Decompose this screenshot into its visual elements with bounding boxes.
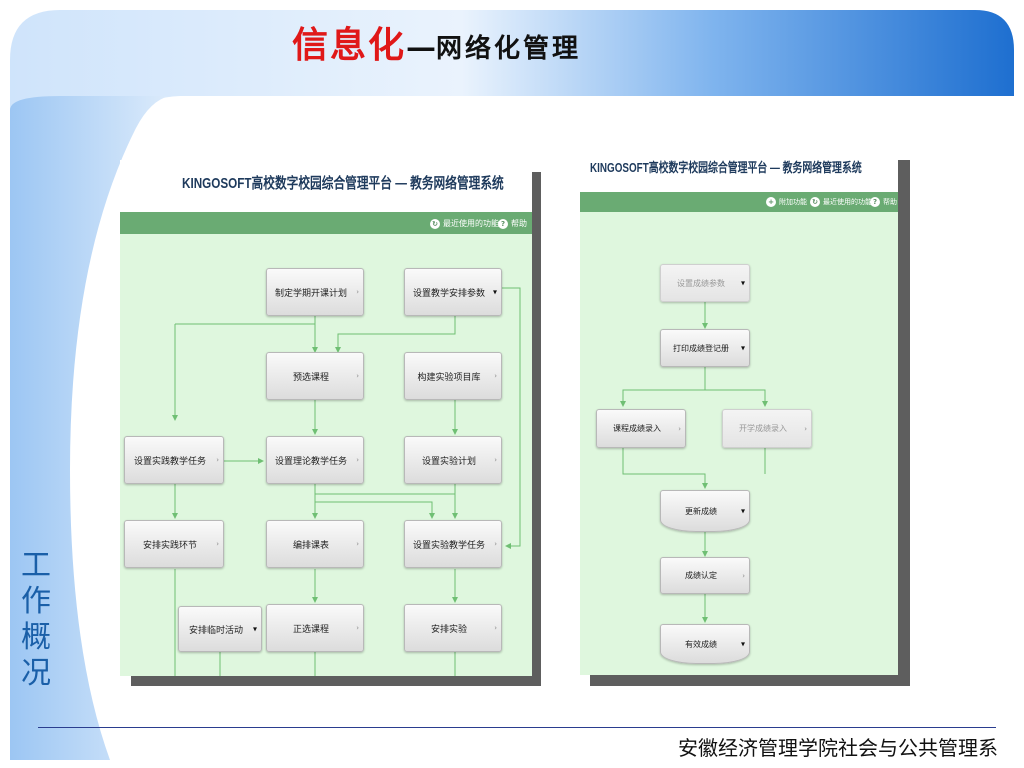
- flow-node[interactable]: 制定学期开课计划›: [266, 268, 364, 316]
- flow-node[interactable]: 构建实验项目库›: [404, 352, 502, 400]
- slide-title-main: 信息化: [292, 24, 407, 66]
- panel-header-title: KINGOSOFT高校数字校园综合管理平台 — 教务网络管理系统: [182, 175, 504, 192]
- recent-icon: ↻: [430, 218, 440, 229]
- right-panel: KINGOSOFT高校数字校园综合管理平台 — 教务网络管理系统 + 附加功能 …: [580, 150, 898, 675]
- flow-node[interactable]: 安排实践环节›: [124, 520, 224, 568]
- chevron-right-icon: ›: [742, 571, 745, 580]
- footer-text: 安徽经济管理学院社会与公共管理系: [678, 736, 998, 760]
- toolbar-item-recent[interactable]: ↻ 最近使用的功能: [810, 197, 872, 207]
- chevron-right-icon: ›: [494, 456, 497, 464]
- toolbar-item-help[interactable]: ? 帮助: [498, 218, 527, 229]
- toolbar-label: 帮助: [511, 219, 527, 228]
- chevron-right-icon: ›: [356, 372, 359, 380]
- side-char: 况: [21, 656, 51, 691]
- toolbar-label: 最近使用的功能: [823, 198, 872, 206]
- chevron-right-icon: ›: [494, 372, 497, 380]
- panel-toolbar: ↻ 最近使用的功能 ? 帮助: [120, 212, 532, 234]
- chevron-right-icon: ›: [356, 456, 359, 464]
- panel-header: KINGOSOFT高校数字校园综合管理平台 — 教务网络管理系统: [120, 160, 532, 212]
- flowchart-canvas: 制定学期开课计划› 设置教学安排参数▾ 预选课程› 构建实验项目库› 设置实践教…: [120, 234, 532, 676]
- flow-node[interactable]: 设置实验计划›: [404, 436, 502, 484]
- flow-node[interactable]: 正选课程›: [266, 604, 364, 652]
- flow-connectors: [172, 287, 521, 676]
- toolbar-label: 附加功能: [779, 198, 807, 206]
- toolbar-item-recent[interactable]: ↻ 最近使用的功能: [430, 218, 499, 229]
- side-label: 工 作 概 况: [18, 548, 54, 692]
- flow-node[interactable]: 有效成绩▾: [660, 624, 750, 664]
- flow-node[interactable]: 成绩认定›: [660, 557, 750, 594]
- attach-icon: +: [766, 197, 776, 207]
- help-icon: ?: [870, 197, 880, 207]
- chevron-right-icon: ›: [494, 624, 497, 632]
- dropdown-arrow-icon: ▾: [492, 287, 497, 297]
- panel-header-title: KINGOSOFT高校数字校园综合管理平台 — 教务网络管理系统: [590, 160, 862, 175]
- flow-node[interactable]: 开学成绩录入›: [722, 409, 812, 448]
- toolbar-label: 最近使用的功能: [443, 219, 499, 228]
- side-char: 工: [21, 548, 51, 583]
- flow-node[interactable]: 设置理论教学任务›: [266, 436, 364, 484]
- flow-node[interactable]: 编排课表›: [266, 520, 364, 568]
- side-char: 概: [21, 620, 51, 655]
- chevron-right-icon: ›: [356, 288, 359, 296]
- flowchart-canvas: 设置成绩参数▾ 打印成绩登记册▾ 课程成绩录入› 开学成绩录入› 更新成绩▾ 成…: [580, 212, 898, 675]
- help-icon: ?: [498, 218, 508, 229]
- flow-node[interactable]: 打印成绩登记册▾: [660, 329, 750, 367]
- chevron-right-icon: ›: [804, 424, 807, 433]
- flow-node[interactable]: 设置实验教学任务›: [404, 520, 502, 568]
- flow-node[interactable]: 安排实验›: [404, 604, 502, 652]
- recent-icon: ↻: [810, 197, 820, 207]
- chevron-right-icon: ›: [494, 540, 497, 548]
- dropdown-arrow-icon: ▾: [740, 343, 745, 353]
- footer-divider: [38, 727, 996, 728]
- side-char: 作: [21, 584, 51, 619]
- chevron-right-icon: ›: [356, 540, 359, 548]
- chevron-right-icon: ›: [216, 540, 219, 548]
- flow-node[interactable]: 设置教学安排参数▾: [404, 268, 502, 316]
- panel-toolbar: + 附加功能 ↻ 最近使用的功能 ? 帮助: [580, 192, 898, 212]
- dropdown-arrow-icon: ▾: [740, 639, 745, 649]
- slide-title-sub: 网络化管理: [436, 34, 582, 64]
- flow-node[interactable]: 更新成绩▾: [660, 490, 750, 532]
- slide-title: 信息化 — 网络化管理: [292, 16, 581, 72]
- flow-connectors: [620, 302, 768, 623]
- slide-title-dash: —: [406, 30, 437, 65]
- toolbar-item-help[interactable]: ? 帮助: [870, 197, 897, 207]
- panel-header: KINGOSOFT高校数字校园综合管理平台 — 教务网络管理系统: [580, 150, 898, 192]
- chevron-right-icon: ›: [216, 456, 219, 464]
- chevron-right-icon: ›: [678, 424, 681, 433]
- chevron-right-icon: ›: [356, 624, 359, 632]
- dropdown-arrow-icon: ▾: [252, 624, 257, 634]
- toolbar-item-attach[interactable]: + 附加功能: [766, 197, 807, 207]
- dropdown-arrow-icon: ▾: [740, 506, 745, 516]
- flow-node[interactable]: 安排临时活动▾: [178, 606, 262, 652]
- flow-node[interactable]: 设置实践教学任务›: [124, 436, 224, 484]
- flow-node[interactable]: 设置成绩参数▾: [660, 264, 750, 302]
- flow-node[interactable]: 课程成绩录入›: [596, 409, 686, 448]
- toolbar-label: 帮助: [883, 198, 897, 206]
- flow-node[interactable]: 预选课程›: [266, 352, 364, 400]
- dropdown-arrow-icon: ▾: [740, 278, 745, 288]
- left-panel: KINGOSOFT高校数字校园综合管理平台 — 教务网络管理系统 ↻ 最近使用的…: [120, 160, 532, 676]
